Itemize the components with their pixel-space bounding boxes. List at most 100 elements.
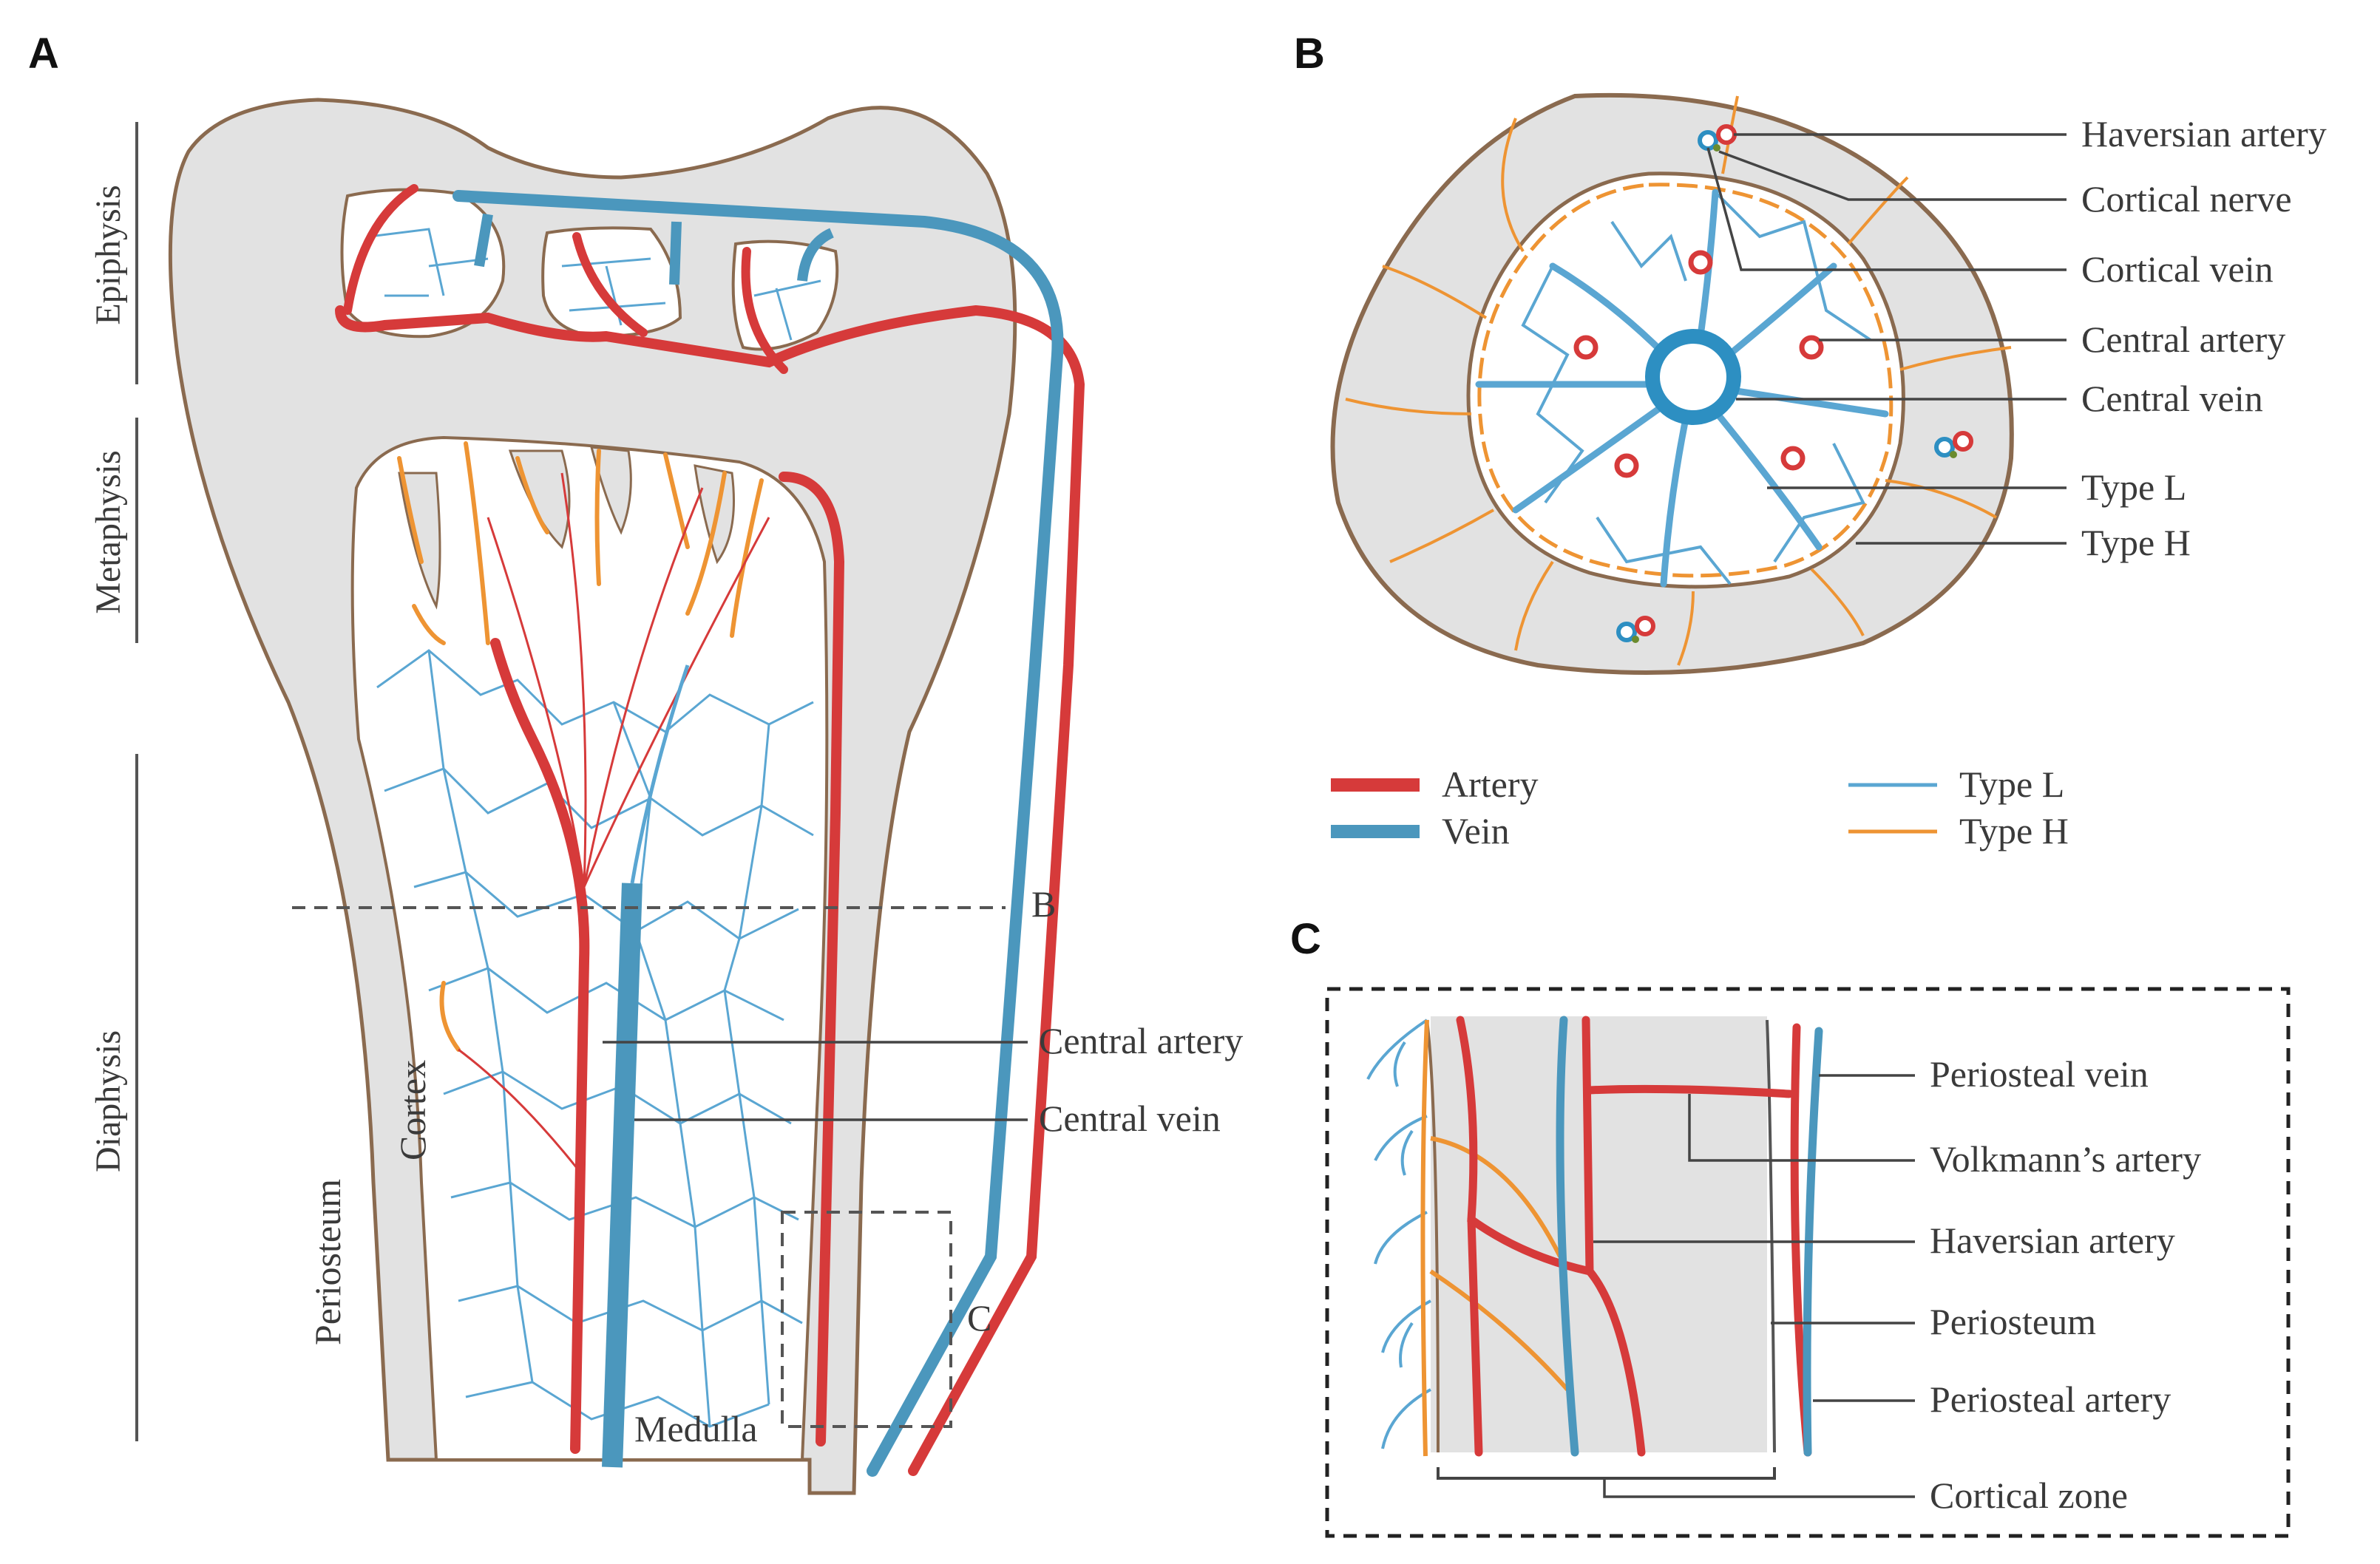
epiphysis-capillaries-3 (753, 279, 821, 341)
panel-c-artery-left (1467, 1215, 1483, 1457)
central-artery-ring-1 (1688, 250, 1713, 275)
legend: Artery Vein Type L Type H (1331, 764, 2069, 851)
diaphysis-label: Diaphysis (89, 1030, 128, 1172)
medulla-label: Medulla (634, 1408, 758, 1449)
epiphyseal-venule-1 (474, 213, 493, 268)
type-l-col-2 (612, 701, 711, 1427)
panel-c-type-h (1420, 1019, 1570, 1457)
type-h-7 (685, 471, 727, 616)
arteriole-5 (458, 1048, 578, 1169)
central-artery-ring-2 (1573, 335, 1598, 360)
epiphyseal-arteriole-2 (572, 232, 648, 337)
nutrient-vein (452, 190, 1064, 1477)
periosteal-artery-label: Periosteal artery (1930, 1378, 2171, 1420)
type-l-mesh-1 (1521, 265, 1584, 504)
haversian-vein-3 (1616, 622, 1637, 642)
panel-a-letter: A (28, 30, 59, 78)
arteriole-2 (560, 472, 587, 888)
type-l-row-1 (376, 649, 814, 733)
marrow-cavity (350, 435, 829, 1461)
legend-artery-label: Artery (1442, 764, 1539, 805)
type-l-mesh-2 (1714, 191, 1872, 341)
type-h-4 (515, 456, 549, 534)
panel-c-haversian-artery-label: Haversian artery (1930, 1220, 2175, 1261)
type-h-2 (412, 604, 446, 645)
panel-a-central-vein-label: Central vein (1039, 1098, 1221, 1139)
haversian-artery-2 (1953, 431, 1973, 452)
panel-c-periosteal-vein-vessel (1803, 1027, 1823, 1457)
radial-type-h-4 (1389, 509, 1494, 563)
central-vein-vessel (602, 883, 643, 1468)
panel-b: B (1294, 30, 2327, 675)
detail-box-c (781, 1211, 952, 1428)
panel-a-central-artery-label: Central artery (1039, 1020, 1243, 1061)
radial-type-h-10 (1847, 176, 1909, 245)
endosteal-edge (1425, 1019, 1440, 1453)
epiphyseal-venule-3 (797, 228, 835, 282)
panel-c-type-l-2 (1374, 1115, 1428, 1176)
metaphysis-label: Metaphysis (89, 450, 128, 613)
panel-b-haversian-artery-label: Haversian artery (2081, 113, 2327, 154)
marrow-type-l-network (376, 649, 814, 1428)
cortical-zone-leader (1603, 1478, 1915, 1498)
panel-c: C (1290, 915, 2291, 1538)
legend-type-h-label: Type H (1959, 810, 2069, 851)
arteriole-4 (583, 517, 770, 888)
cortical-nerve-leader (1718, 150, 2067, 201)
panel-c-letter: C (1290, 915, 1321, 963)
type-l-mesh-4 (1596, 516, 1732, 585)
panel-b-letter: B (1294, 30, 1325, 78)
panel-c-periosteum-label: Periosteum (1930, 1301, 2096, 1342)
cortex-label: Cortex (392, 1060, 433, 1160)
cortical-vein-leader (1706, 147, 2067, 271)
panel-c-type-l-1 (1366, 1019, 1428, 1087)
panel-a: A Epiphysis Metaphysis Diaphysis (28, 30, 1243, 1495)
central-artery-ring-3 (1799, 335, 1824, 360)
haversian-vein-2 (1934, 437, 1955, 458)
panel-b-cortical-nerve-label: Cortical nerve (2081, 178, 2292, 220)
section-b-label: B (1031, 883, 1056, 925)
type-h-6 (663, 452, 690, 549)
cortical-nerve-dot-2 (1950, 451, 1957, 458)
epiphysis-type-l-vessels (369, 228, 821, 341)
type-h-5 (594, 449, 601, 586)
panel-c-artery-mid (1581, 1016, 1594, 1276)
panel-c-type-h-2 (1430, 1136, 1562, 1258)
radial-type-h-5 (1514, 560, 1554, 651)
cortical-nerve-dot-3 (1632, 636, 1639, 643)
epiphyseal-arterioles (343, 184, 788, 374)
epiphysis-pocket-3 (731, 239, 839, 351)
cortex-type-h (1345, 95, 2012, 666)
volkmanns-artery-leader (1688, 1094, 1915, 1162)
panel-c-type-l (1366, 1019, 1431, 1449)
type-l-col-1 (427, 650, 534, 1383)
panel-c-veins (1556, 1016, 1823, 1457)
volkmanns-artery-label: Volkmann’s artery (1930, 1138, 2201, 1180)
radial-type-h-9 (1899, 346, 2012, 371)
trabecula-2 (508, 449, 571, 549)
detail-c-label: C (967, 1297, 991, 1339)
legend-vein-label: Vein (1442, 810, 1510, 851)
radial-type-h-7 (1810, 568, 1865, 636)
epiphyseal-pockets (340, 188, 839, 351)
type-h-cortex (439, 981, 461, 1052)
haversian-artery-3 (1635, 616, 1655, 636)
cortical-band (1431, 1016, 1767, 1452)
type-l-mesh-5 (1610, 220, 1687, 282)
panel-c-volkmanns-vessel (1585, 1084, 1794, 1098)
legend-type-l-label: Type L (1959, 764, 2064, 805)
haversian-artery-1 (1716, 124, 1737, 145)
trabecula-4 (694, 464, 735, 565)
nutrient-artery (335, 305, 1085, 1476)
type-l-row-2 (384, 767, 814, 837)
cortical-zone-label: Cortical zone (1930, 1475, 2128, 1516)
panel-c-type-h-3 (1429, 1269, 1570, 1391)
epiphyseal-arteriole-1 (343, 184, 418, 315)
central-artery-ring-5 (1780, 446, 1806, 471)
type-l-row-3 (413, 871, 799, 940)
type-l-row-8 (465, 1381, 770, 1428)
central-artery-ring-4 (1614, 453, 1639, 478)
haversian-canals (1616, 124, 1973, 643)
